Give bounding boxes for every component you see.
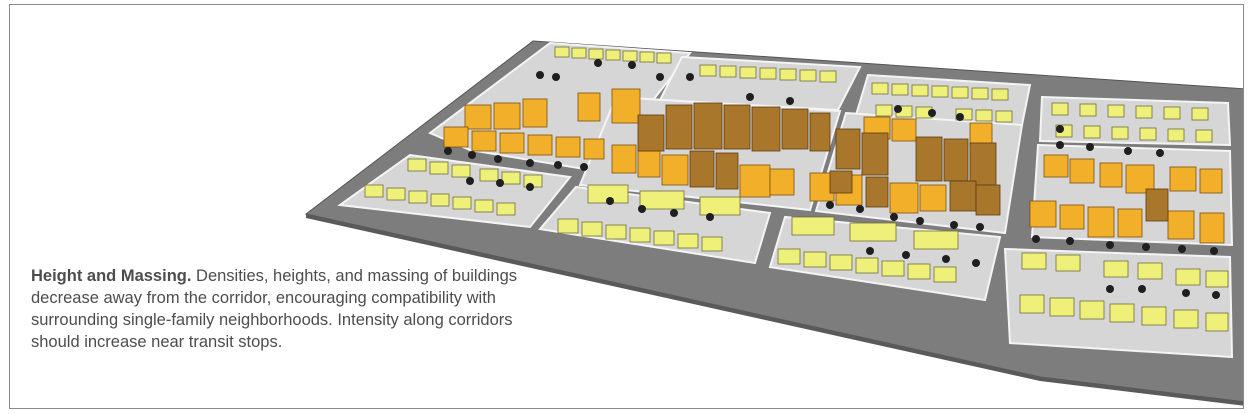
- caption-lead: Height and Massing.: [31, 267, 192, 285]
- houses-north-east: [871, 82, 1013, 123]
- highrise-center-east: [829, 128, 1001, 216]
- street-trees: [444, 59, 1220, 299]
- highrise-center: [637, 102, 831, 190]
- highrise-buildings: [637, 102, 1169, 222]
- massing-illustration: [304, 40, 1243, 406]
- figure-caption: Height and Massing. Densities, heights, …: [31, 265, 521, 353]
- midrise-center-edges: [611, 144, 795, 198]
- figure-frame: Height and Massing. Densities, heights, …: [9, 4, 1244, 409]
- caption-body: Densities, heights, and massing of build…: [31, 267, 518, 351]
- single-family-houses: [364, 46, 1229, 332]
- houses-west-low: [364, 158, 543, 216]
- highrise-far-east: [1145, 188, 1169, 222]
- houses-north-center: [699, 64, 837, 83]
- block-south-east: [1003, 247, 1234, 359]
- houses-south-center: [777, 216, 959, 283]
- midrise-northwest: [443, 88, 641, 160]
- midrise-far-east: [1029, 154, 1225, 244]
- houses-south-east: [1019, 252, 1229, 332]
- houses-south-west: [557, 184, 741, 252]
- houses-northwest: [554, 46, 672, 64]
